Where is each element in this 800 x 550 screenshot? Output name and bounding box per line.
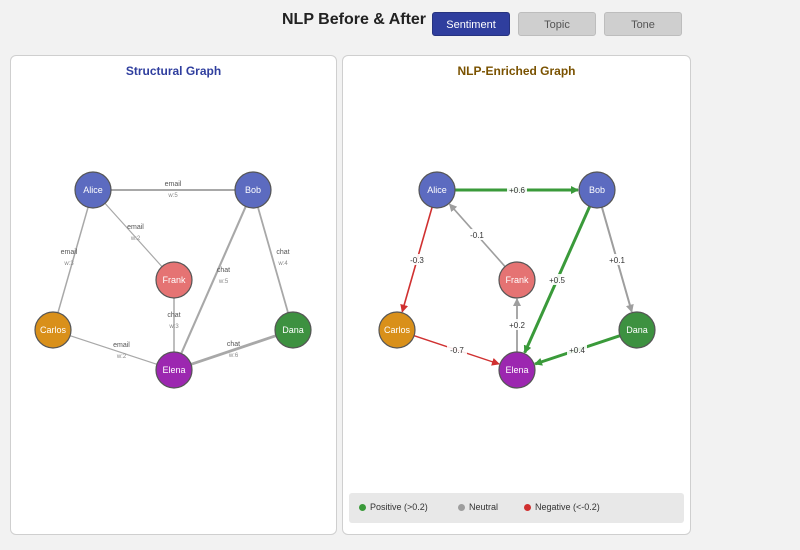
enriched-edge-score-label: +0.6 <box>507 184 527 195</box>
enriched-node-carlos-label: Carlos <box>384 325 411 335</box>
enriched-node-frank-circle <box>498 261 536 299</box>
svg-text:+0.5: +0.5 <box>549 276 565 285</box>
structural-node-frank-circle <box>155 261 193 299</box>
structural-edge-weight-label: w:6 <box>228 353 239 359</box>
structural-edge-type-label: chat <box>217 267 230 274</box>
enriched-graph-title: NLP-Enriched Graph <box>457 64 576 78</box>
structural-node-carlos-label: Carlos <box>40 325 67 335</box>
structural-node-elena[interactable]: Elena <box>155 351 193 389</box>
structural-edge-bob-elena <box>180 206 247 354</box>
structural-node-alice-label: Alice <box>83 185 103 195</box>
enriched-edge-score-label: +0.1 <box>607 254 627 265</box>
svg-text:-0.3: -0.3 <box>410 256 424 265</box>
enriched-edges: +0.6 -0.3 -0.1 +0.5 +0.1 +0.2 -0.7 +0.4 <box>400 184 634 366</box>
legend-positive-dot <box>359 503 366 511</box>
structural-node-carlos[interactable]: Carlos <box>34 311 72 349</box>
svg-text:+0.2: +0.2 <box>509 321 525 330</box>
structural-edge-type-label: email <box>113 342 130 349</box>
enriched-edge-score-label: -0.7 <box>447 344 467 355</box>
structural-node-alice[interactable]: Alice <box>74 171 112 209</box>
enriched-node-frank-label: Frank <box>505 275 529 285</box>
enriched-node-elena-label: Elena <box>505 365 528 375</box>
enriched-node-bob-label: Bob <box>589 185 605 195</box>
structural-edge-type-label: email <box>61 249 78 256</box>
structural-edge-type-label: chat <box>227 341 240 348</box>
structural-edge-weight-label: w:5 <box>167 193 178 199</box>
structural-edge-type-label: email <box>165 181 182 188</box>
enriched-edge-score-label: +0.4 <box>567 344 587 355</box>
structural-edge-type-label: chat <box>167 312 180 319</box>
enriched-graph-canvas: +0.6 -0.3 -0.1 +0.5 +0.1 +0.2 -0.7 +0.4 Alice Bob… <box>378 171 656 389</box>
enriched-graph-panel: NLP-Enriched Graph +0.6-0.3-0.1+0.5+0.1+… <box>342 55 691 535</box>
structural-node-elena-circle <box>155 351 193 389</box>
structural-edge-weight-label: w:2 <box>116 354 127 360</box>
structural-edges: email w:5 email w:2 email w:3 chat w:4 chat w:5 ch… <box>57 181 290 366</box>
structural-edge-weight-label: w:4 <box>277 261 288 267</box>
structural-node-carlos-circle <box>34 311 72 349</box>
legend-positive: Positive (>0.2) <box>359 502 428 512</box>
enriched-edge-score-label: -0.3 <box>407 254 427 265</box>
structural-node-bob[interactable]: Bob <box>234 171 272 209</box>
structural-edge-type-label: email <box>127 224 144 231</box>
structural-node-frank[interactable]: Frank <box>155 261 193 299</box>
structural-edge-alice-frank <box>104 202 163 268</box>
legend-neutral: Neutral <box>458 502 498 512</box>
tab-sentiment[interactable]: Sentiment <box>432 12 510 36</box>
structural-edge-bob-dana <box>257 207 289 313</box>
svg-text:+0.4: +0.4 <box>569 346 585 355</box>
sentiment-legend: Positive (>0.2) Neutral Negative (<-0.2) <box>349 493 684 523</box>
enriched-node-elena[interactable]: Elena <box>498 351 536 389</box>
svg-text:+0.6: +0.6 <box>509 186 525 195</box>
tab-topic[interactable]: Topic <box>518 12 596 36</box>
structural-graph-title: Structural Graph <box>125 64 222 78</box>
structural-node-dana-circle <box>274 311 312 349</box>
structural-graph-panel: Structural Graph email w:5 email w:2 email w:… <box>10 55 337 535</box>
enriched-edge-score-label: +0.2 <box>507 319 527 330</box>
header-bar: NLP Before & After Sentiment Topic Tone <box>0 0 800 50</box>
structural-node-alice-circle <box>74 171 112 209</box>
structural-node-bob-label: Bob <box>245 185 261 195</box>
enriched-node-elena-circle <box>498 351 536 389</box>
structural-node-bob-circle <box>234 171 272 209</box>
structural-node-dana[interactable]: Dana <box>274 311 312 349</box>
structural-node-elena-label: Elena <box>162 365 185 375</box>
enriched-node-bob-circle <box>578 171 616 209</box>
legend-neutral-dot <box>458 503 465 511</box>
structural-node-dana-label: Dana <box>282 325 304 335</box>
structural-edge-alice-carlos <box>57 207 89 313</box>
enriched-node-carlos-circle <box>378 311 416 349</box>
tab-tone[interactable]: Tone <box>604 12 682 36</box>
structural-edge-dana-elena <box>190 334 277 366</box>
structural-node-frank-label: Frank <box>162 275 186 285</box>
svg-text:-0.7: -0.7 <box>450 346 464 355</box>
structural-edge-weight-label: w:3 <box>63 261 74 267</box>
legend-positive-label: Positive (>0.2) <box>370 502 428 512</box>
legend-negative-label: Negative (<-0.2) <box>535 502 600 512</box>
structural-graph-canvas: email w:5 email w:2 email w:3 chat w:4 chat w:5 ch… <box>34 171 312 389</box>
structural-edge-weight-label: w:3 <box>168 324 179 330</box>
structural-edge-carlos-elena <box>69 335 158 365</box>
legend-neutral-label: Neutral <box>469 502 499 512</box>
page-title: NLP Before & After <box>282 11 427 28</box>
svg-text:-0.1: -0.1 <box>470 231 484 240</box>
legend-negative-dot <box>524 503 531 511</box>
enriched-edge-score-label: +0.5 <box>547 274 567 285</box>
enriched-node-alice-circle <box>418 171 456 209</box>
enriched-node-dana-circle <box>618 311 656 349</box>
enriched-node-frank[interactable]: Frank <box>498 261 536 299</box>
enriched-edge-score-label: -0.1 <box>467 229 487 240</box>
svg-text:+0.1: +0.1 <box>609 256 625 265</box>
structural-edge-type-label: chat <box>276 249 289 256</box>
structural-edge-weight-label: w:2 <box>130 236 141 242</box>
legend-negative: Negative (<-0.2) <box>524 502 600 512</box>
enriched-node-bob[interactable]: Bob <box>578 171 616 209</box>
enriched-node-dana[interactable]: Dana <box>618 311 656 349</box>
structural-edge-weight-label: w:5 <box>218 279 229 285</box>
enriched-node-carlos[interactable]: Carlos <box>378 311 416 349</box>
enriched-node-alice[interactable]: Alice <box>418 171 456 209</box>
enriched-node-dana-label: Dana <box>626 325 648 335</box>
enriched-node-alice-label: Alice <box>427 185 447 195</box>
